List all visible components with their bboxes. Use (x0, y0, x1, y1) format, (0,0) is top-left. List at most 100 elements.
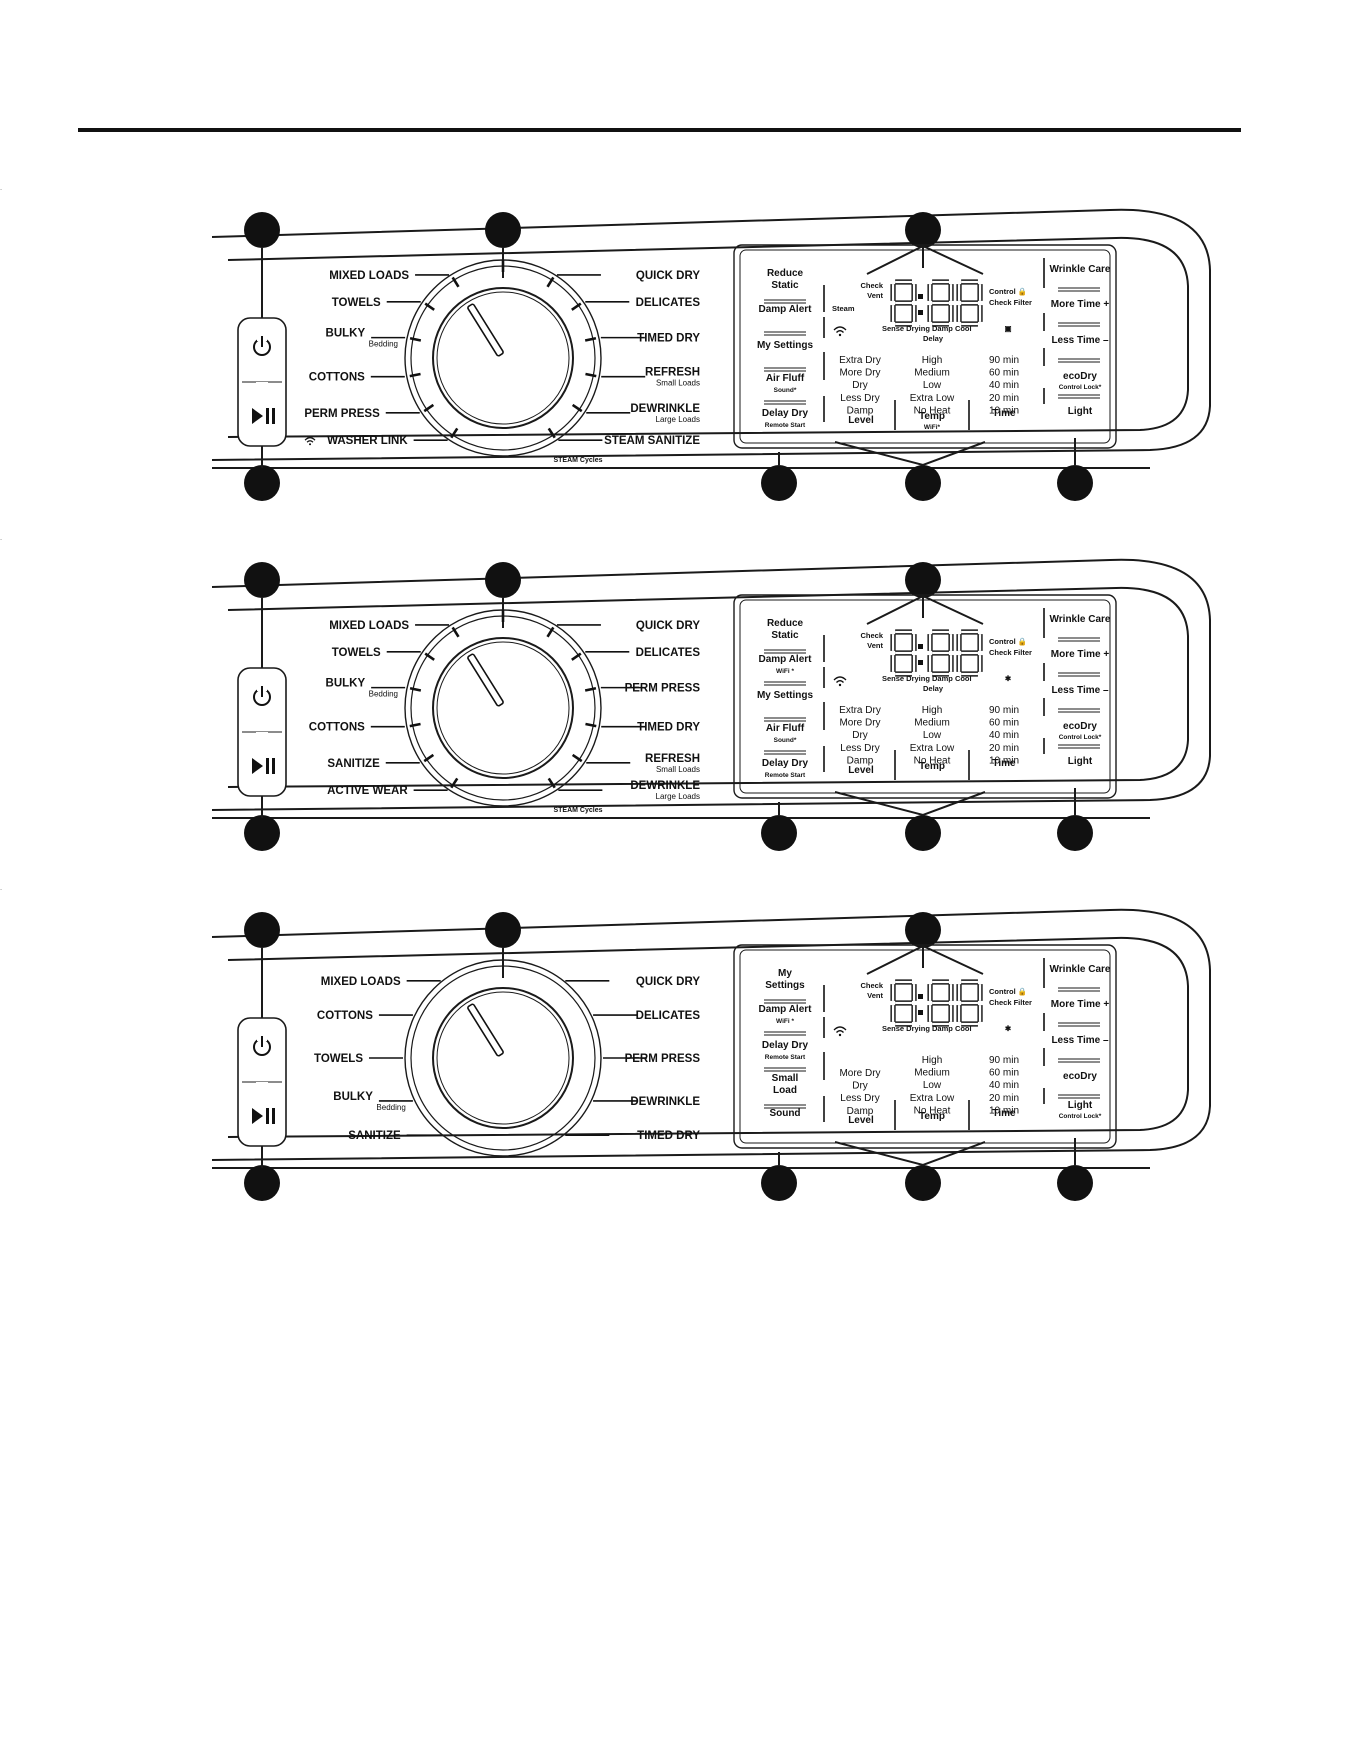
dryness-level-option[interactable]: Dry (852, 1081, 868, 1092)
start-pause-button[interactable] (252, 1108, 275, 1124)
time-option[interactable]: 20 min (989, 1093, 1019, 1104)
right-button-2[interactable]: More Time + (1051, 299, 1110, 327)
cycle-label-quick-dry[interactable]: QUICK DRY (636, 976, 700, 988)
right-button-1[interactable]: Wrinkle Care (1050, 614, 1111, 642)
cycle-label-mixed-loads[interactable]: MIXED LOADS (329, 620, 409, 632)
dryness-level-option[interactable]: Dry (852, 730, 868, 741)
dryness-level-option[interactable]: Damp (847, 1106, 874, 1117)
dryness-level-option[interactable]: Damp (847, 405, 874, 416)
temp-button[interactable]: Temp (919, 761, 945, 772)
cycle-label-mixed-loads[interactable]: MIXED LOADS (329, 270, 409, 282)
time-option[interactable]: 10 min (989, 1105, 1019, 1116)
cycle-label-sanitize[interactable]: SANITIZE (327, 758, 380, 770)
time-option[interactable]: 60 min (989, 718, 1019, 729)
time-option[interactable]: 90 min (989, 355, 1019, 366)
power-button[interactable] (253, 335, 271, 356)
cycle-label-steam-sanitize[interactable]: STEAM SANITIZE (604, 435, 700, 447)
cycle-label-towels[interactable]: TOWELS (332, 297, 381, 309)
power-button[interactable] (253, 1035, 271, 1056)
cycle-label-timed-dry[interactable]: TIMED DRY (637, 333, 700, 345)
left-button-3[interactable]: My Settings (757, 340, 814, 372)
level-button[interactable]: Level (848, 415, 874, 426)
right-button-2[interactable]: More Time + (1051, 999, 1110, 1027)
dryness-level-option[interactable]: More Dry (839, 718, 880, 729)
temperature-option[interactable]: No Heat (914, 1105, 951, 1116)
time-option[interactable]: 20 min (989, 393, 1019, 404)
dryness-level-option[interactable]: Less Dry (840, 743, 879, 754)
right-button-3[interactable]: Less Time – (1051, 1035, 1109, 1063)
dryness-level-option[interactable]: More Dry (839, 1068, 880, 1079)
cycle-label-bulky[interactable]: BULKY (326, 328, 366, 340)
time-option[interactable]: 60 min (989, 368, 1019, 379)
cycle-label-dewrinkle[interactable]: DEWRINKLE (630, 1096, 700, 1108)
temperature-option[interactable]: High (922, 355, 943, 366)
right-button-3[interactable]: Less Time – (1051, 335, 1109, 363)
temperature-option[interactable]: Low (923, 380, 942, 391)
right-button-5[interactable]: Light (1068, 756, 1093, 767)
cycle-label-cottons[interactable]: COTTONS (309, 722, 365, 734)
time-option[interactable]: 20 min (989, 743, 1019, 754)
temperature-option[interactable]: Low (923, 1080, 942, 1091)
cycle-label-bulky[interactable]: BULKY (333, 1091, 373, 1103)
dryness-level-option[interactable]: Extra Dry (839, 355, 881, 366)
temperature-option[interactable]: High (922, 705, 943, 716)
right-button-1[interactable]: Wrinkle Care (1050, 264, 1111, 292)
time-button[interactable]: Time (992, 1108, 1016, 1119)
time-button[interactable]: Time (992, 408, 1016, 419)
temp-button[interactable]: Temp (919, 411, 945, 422)
cycle-label-refresh[interactable]: REFRESH (645, 753, 700, 765)
start-pause-button[interactable] (252, 408, 275, 424)
right-button-1[interactable]: Wrinkle Care (1050, 964, 1111, 992)
temperature-option[interactable]: Extra Low (910, 393, 955, 404)
cycle-label-cottons[interactable]: COTTONS (317, 1010, 373, 1022)
right-button-4[interactable]: ecoDry (1058, 1071, 1100, 1099)
temperature-option[interactable]: No Heat (914, 405, 951, 416)
cycle-label-quick-dry[interactable]: QUICK DRY (636, 620, 700, 632)
temperature-option[interactable]: Medium (914, 718, 950, 729)
dryness-level-option[interactable]: Extra Dry (839, 705, 881, 716)
dryness-level-option[interactable]: Less Dry (840, 1093, 879, 1104)
cycle-label-sanitize[interactable]: SANITIZE (348, 1130, 401, 1142)
time-option[interactable]: 90 min (989, 705, 1019, 716)
temp-button[interactable]: Temp (919, 1111, 945, 1122)
time-option[interactable]: 90 min (989, 1055, 1019, 1066)
cycle-selector-knob[interactable] (404, 609, 602, 807)
left-button-2[interactable]: Damp Alert (759, 304, 813, 336)
time-option[interactable]: 10 min (989, 405, 1019, 416)
cycle-label-dewrinkle[interactable]: DEWRINKLE (630, 403, 700, 415)
right-button-2[interactable]: More Time + (1051, 649, 1110, 677)
time-option[interactable]: 40 min (989, 1080, 1019, 1091)
temperature-option[interactable]: Extra Low (910, 1093, 955, 1104)
level-button[interactable]: Level (848, 1115, 874, 1126)
cycle-label-mixed-loads[interactable]: MIXED LOADS (321, 976, 401, 988)
cycle-selector-knob[interactable] (404, 259, 602, 457)
cycle-label-dewrinkle[interactable]: DEWRINKLE (630, 780, 700, 792)
cycle-label-towels[interactable]: TOWELS (314, 1053, 363, 1065)
temperature-option[interactable]: Medium (914, 1068, 950, 1079)
cycle-label-towels[interactable]: TOWELS (332, 647, 381, 659)
cycle-label-quick-dry[interactable]: QUICK DRY (636, 270, 700, 282)
left-button-3[interactable]: My Settings (757, 690, 814, 722)
cycle-label-washer-link[interactable]: WASHER LINK (327, 435, 408, 447)
cycle-label-timed-dry[interactable]: TIMED DRY (637, 1130, 700, 1142)
dryness-level-option[interactable]: Damp (847, 755, 874, 766)
cycle-label-delicates[interactable]: DELICATES (636, 1010, 701, 1022)
right-button-3[interactable]: Less Time – (1051, 685, 1109, 713)
dryness-level-option[interactable]: Dry (852, 380, 868, 391)
cycle-label-delicates[interactable]: DELICATES (636, 647, 701, 659)
cycle-selector-knob[interactable] (404, 959, 602, 1157)
cycle-label-perm-press[interactable]: PERM PRESS (625, 1053, 701, 1065)
